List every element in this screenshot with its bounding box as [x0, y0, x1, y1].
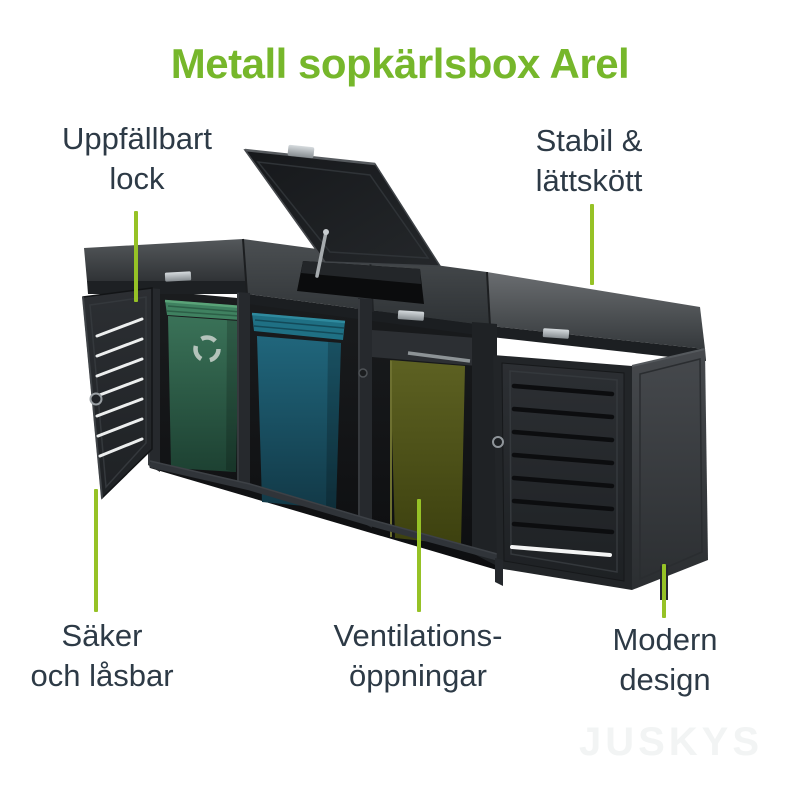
page-title: Metall sopkärlsbox Arel: [170, 40, 630, 87]
callout-text: Stabil &: [535, 123, 643, 158]
callout-text: Säker: [61, 618, 143, 653]
juskys-watermark: JUSKYS: [578, 720, 764, 764]
callout-text: och låsbar: [30, 657, 174, 693]
callout-text: Uppfällbart: [62, 121, 212, 156]
keyhole-icon: [89, 392, 103, 406]
cabinet-top: [84, 238, 706, 361]
lid-support-strut: [315, 230, 328, 278]
callout-text: öppningar: [349, 657, 487, 693]
latch-icon: [164, 271, 192, 282]
right-door-closed: [492, 362, 625, 582]
frame-posts: [148, 288, 497, 566]
connector-line-ventilation: [417, 499, 421, 612]
connector-line-sturdy: [590, 204, 594, 285]
callout-text: Modern: [612, 622, 718, 657]
callout-text: lättskött: [535, 162, 643, 198]
callout-stabil-lattskott: Stabil & lättskött: [479, 121, 699, 200]
recycle-icon: [193, 335, 221, 363]
connector-line-design: [662, 564, 666, 618]
teal-bin: [251, 312, 346, 509]
callout-uppfallbart-lock: Uppfällbart lock: [27, 119, 247, 198]
callout-text: lock: [109, 160, 165, 196]
hinge-pin-icon: [358, 368, 368, 378]
white-vent-slat: [510, 545, 612, 557]
bottom-rails: [149, 460, 498, 561]
keyhole-icon: [492, 436, 504, 448]
front-leg: [495, 558, 503, 586]
open-hatch-opening: [297, 261, 424, 304]
callout-modern-design: Modern design: [555, 620, 775, 699]
diagonal-vent-slats: [95, 317, 144, 458]
callout-text: design: [619, 661, 711, 697]
green-bin: [164, 299, 243, 472]
callout-ventilationsoppningar: Ventilations- öppningar: [308, 616, 528, 695]
callout-saker-lasbar: Säker och låsbar: [0, 616, 212, 695]
horizontal-vent-slats: [511, 383, 615, 535]
hinge-icon: [287, 144, 315, 159]
connector-line-lid: [134, 211, 138, 302]
latch-icon: [397, 310, 425, 321]
latch-icon: [542, 328, 570, 339]
connector-line-lockable: [94, 489, 98, 612]
olive-compartment-shelf: [372, 330, 477, 366]
callout-text: Ventilations-: [333, 618, 503, 653]
left-door-open: [82, 287, 153, 500]
olive-bin: [390, 360, 465, 545]
right-unit: [492, 348, 708, 600]
open-lid: [243, 144, 442, 278]
